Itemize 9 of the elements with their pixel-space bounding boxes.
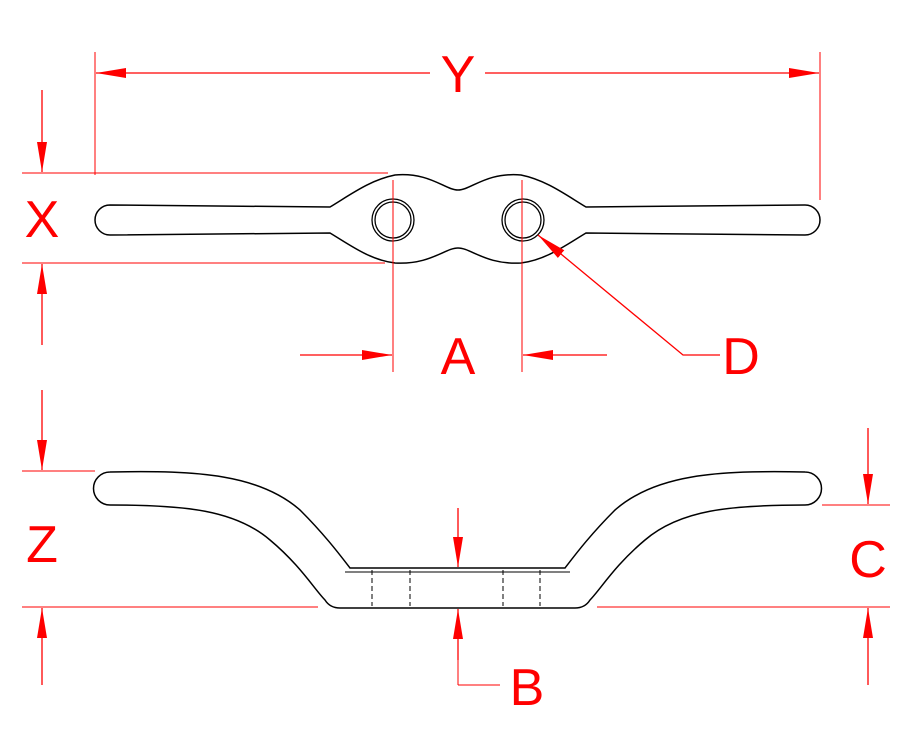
dimension-label: Z xyxy=(26,519,58,571)
callout-letter: D xyxy=(722,331,760,383)
dimension-label: X xyxy=(24,194,60,246)
leader-line xyxy=(538,234,720,356)
dimension-label: B xyxy=(510,662,544,714)
dimension-label: C xyxy=(849,534,887,586)
dimension-label: A xyxy=(440,331,476,383)
dimension-label: Y xyxy=(440,49,476,101)
mounting-hole xyxy=(501,198,545,242)
